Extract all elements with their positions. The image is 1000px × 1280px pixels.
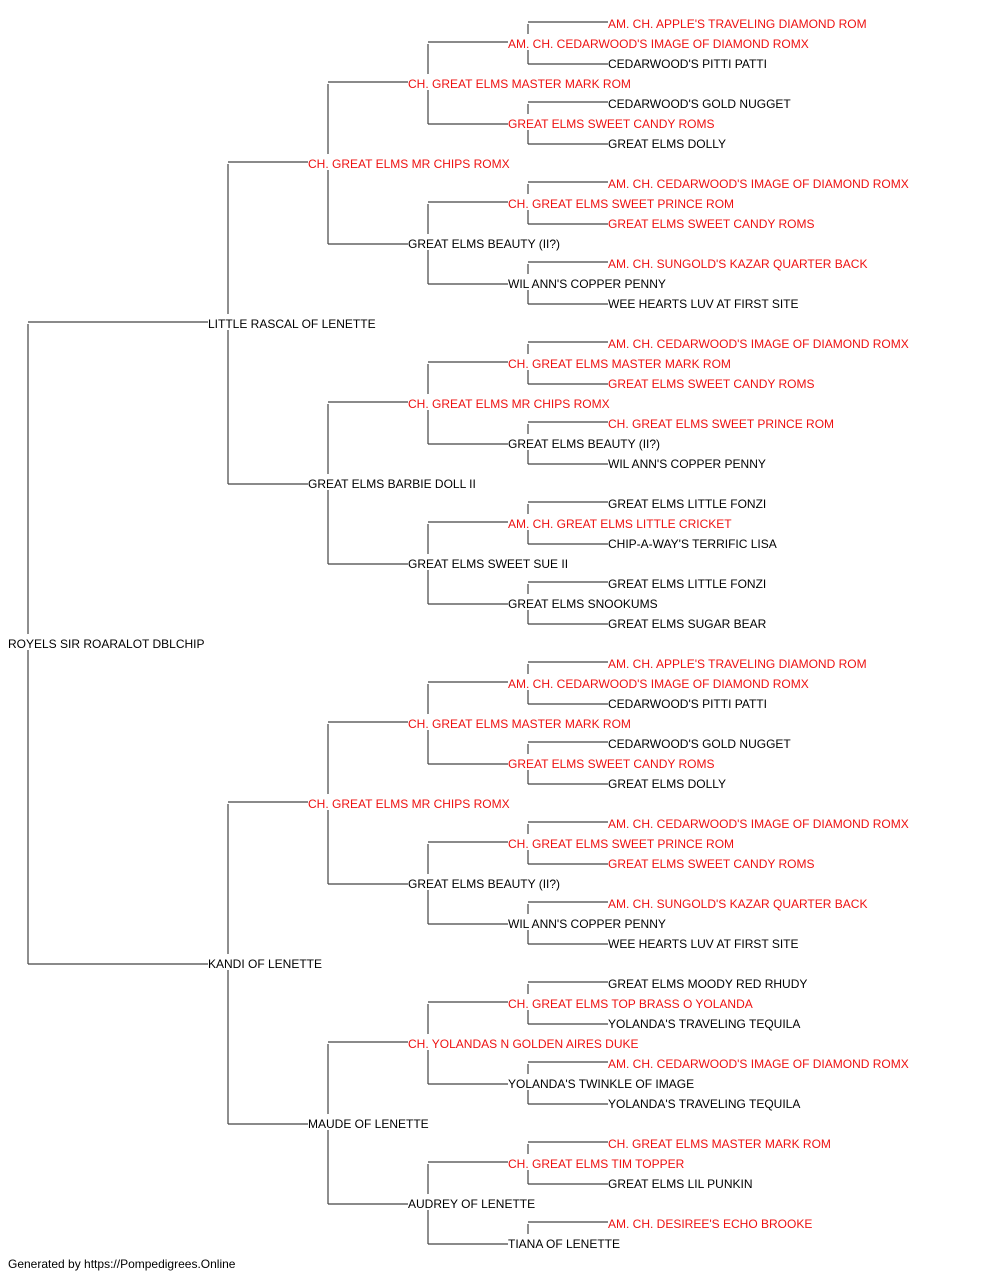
ancestor-name-gen4: CH. GREAT ELMS SWEET PRINCE ROM	[508, 197, 734, 211]
ancestor-name-gen2: MAUDE OF LENETTE	[308, 1117, 429, 1131]
ancestor-name-gen5: AM. CH. DESIREE'S ECHO BROOKE	[608, 1217, 812, 1231]
ancestor-name-gen5: AM. CH. APPLE'S TRAVELING DIAMOND ROM	[608, 17, 867, 31]
ancestor-name-gen4: AM. CH. GREAT ELMS LITTLE CRICKET	[508, 517, 732, 531]
ancestor-name-gen5: YOLANDA'S TRAVELING TEQUILA	[608, 1097, 800, 1111]
ancestor-name-gen5: GREAT ELMS SWEET CANDY ROMS	[608, 857, 814, 871]
ancestor-name-gen5: YOLANDA'S TRAVELING TEQUILA	[608, 1017, 800, 1031]
ancestor-name-gen5: GREAT ELMS LIL PUNKIN	[608, 1177, 753, 1191]
ancestor-name-gen4: AM. CH. CEDARWOOD'S IMAGE OF DIAMOND ROM…	[508, 37, 809, 51]
ancestor-name-gen5: GREAT ELMS SWEET CANDY ROMS	[608, 377, 814, 391]
ancestor-name-gen5: CH. GREAT ELMS MASTER MARK ROM	[608, 1137, 831, 1151]
ancestor-name-gen5: AM. CH. SUNGOLD'S KAZAR QUARTER BACK	[608, 257, 867, 271]
ancestor-name-gen4: CH. GREAT ELMS TIM TOPPER	[508, 1157, 685, 1171]
ancestor-name-gen5: CEDARWOOD'S GOLD NUGGET	[608, 737, 791, 751]
ancestor-name-gen3: GREAT ELMS BEAUTY (II?)	[408, 877, 560, 891]
ancestor-name-gen3: GREAT ELMS BEAUTY (II?)	[408, 237, 560, 251]
ancestor-name-gen5: WEE HEARTS LUV AT FIRST SITE	[608, 937, 799, 951]
ancestor-name-gen5: CHIP-A-WAY'S TERRIFIC LISA	[608, 537, 777, 551]
ancestor-name-gen4: WIL ANN'S COPPER PENNY	[508, 917, 666, 931]
footer-credit: Generated by https://Pompedigrees.Online	[8, 1257, 236, 1271]
ancestor-name-gen5: CEDARWOOD'S GOLD NUGGET	[608, 97, 791, 111]
ancestor-name-gen5: WEE HEARTS LUV AT FIRST SITE	[608, 297, 799, 311]
ancestor-name-gen3: CH. GREAT ELMS MR CHIPS ROMX	[408, 397, 610, 411]
ancestor-name-gen3: CH. GREAT ELMS MASTER MARK ROM	[408, 717, 631, 731]
ancestor-name-gen2: GREAT ELMS BARBIE DOLL II	[308, 477, 476, 491]
ancestor-name-gen1: LITTLE RASCAL OF LENETTE	[208, 317, 376, 331]
ancestor-name-gen5: WIL ANN'S COPPER PENNY	[608, 457, 766, 471]
ancestor-name-gen4: YOLANDA'S TWINKLE OF IMAGE	[508, 1077, 694, 1091]
ancestor-name-gen4: TIANA OF LENETTE	[508, 1237, 620, 1250]
subject-dog-name: ROYELS SIR ROARALOT DBLCHIP	[8, 637, 205, 651]
ancestor-name-gen5: GREAT ELMS DOLLY	[608, 137, 726, 151]
ancestor-name-gen3: AUDREY OF LENETTE	[408, 1197, 535, 1211]
ancestor-name-gen4: CH. GREAT ELMS SWEET PRINCE ROM	[508, 837, 734, 851]
ancestor-name-gen5: CH. GREAT ELMS SWEET PRINCE ROM	[608, 417, 834, 431]
ancestor-name-gen2: CH. GREAT ELMS MR CHIPS ROMX	[308, 157, 510, 171]
ancestor-name-gen5: AM. CH. SUNGOLD'S KAZAR QUARTER BACK	[608, 897, 867, 911]
pedigree-tree: ROYELS SIR ROARALOT DBLCHIP LITTLE RASCAL…	[8, 17, 909, 1250]
ancestor-name-gen4: GREAT ELMS BEAUTY (II?)	[508, 437, 660, 451]
ancestor-name-gen5: GREAT ELMS SWEET CANDY ROMS	[608, 217, 814, 231]
ancestor-name-gen5: GREAT ELMS LITTLE FONZI	[608, 577, 766, 591]
ancestor-name-gen4: WIL ANN'S COPPER PENNY	[508, 277, 666, 291]
ancestor-name-gen4: CH. GREAT ELMS MASTER MARK ROM	[508, 357, 731, 371]
ancestor-name-gen4: GREAT ELMS SNOOKUMS	[508, 597, 658, 611]
ancestor-name-gen3: GREAT ELMS SWEET SUE II	[408, 557, 568, 571]
ancestor-name-gen5: AM. CH. CEDARWOOD'S IMAGE OF DIAMOND ROM…	[608, 177, 909, 191]
ancestor-name-gen4: GREAT ELMS SWEET CANDY ROMS	[508, 117, 714, 131]
ancestor-name-gen5: GREAT ELMS SUGAR BEAR	[608, 617, 767, 631]
ancestor-name-gen2: CH. GREAT ELMS MR CHIPS ROMX	[308, 797, 510, 811]
ancestor-name-gen1: KANDI OF LENETTE	[208, 957, 322, 971]
ancestor-name-gen3: CH. YOLANDAS N GOLDEN AIRES DUKE	[408, 1037, 639, 1051]
ancestor-name-gen5: GREAT ELMS LITTLE FONZI	[608, 497, 766, 511]
ancestor-name-gen5: GREAT ELMS MOODY RED RHUDY	[608, 977, 807, 991]
ancestor-name-gen5: AM. CH. APPLE'S TRAVELING DIAMOND ROM	[608, 657, 867, 671]
ancestor-name-gen5: AM. CH. CEDARWOOD'S IMAGE OF DIAMOND ROM…	[608, 337, 909, 351]
ancestor-name-gen5: AM. CH. CEDARWOOD'S IMAGE OF DIAMOND ROM…	[608, 817, 909, 831]
ancestor-name-gen4: AM. CH. CEDARWOOD'S IMAGE OF DIAMOND ROM…	[508, 677, 809, 691]
ancestor-name-gen5: GREAT ELMS DOLLY	[608, 777, 726, 791]
ancestor-name-gen5: CEDARWOOD'S PITTI PATTI	[608, 697, 767, 711]
ancestor-name-gen3: CH. GREAT ELMS MASTER MARK ROM	[408, 77, 631, 91]
ancestor-name-gen4: GREAT ELMS SWEET CANDY ROMS	[508, 757, 714, 771]
ancestor-name-gen5: AM. CH. CEDARWOOD'S IMAGE OF DIAMOND ROM…	[608, 1057, 909, 1071]
ancestor-name-gen4: CH. GREAT ELMS TOP BRASS O YOLANDA	[508, 997, 753, 1011]
ancestor-name-gen5: CEDARWOOD'S PITTI PATTI	[608, 57, 767, 71]
